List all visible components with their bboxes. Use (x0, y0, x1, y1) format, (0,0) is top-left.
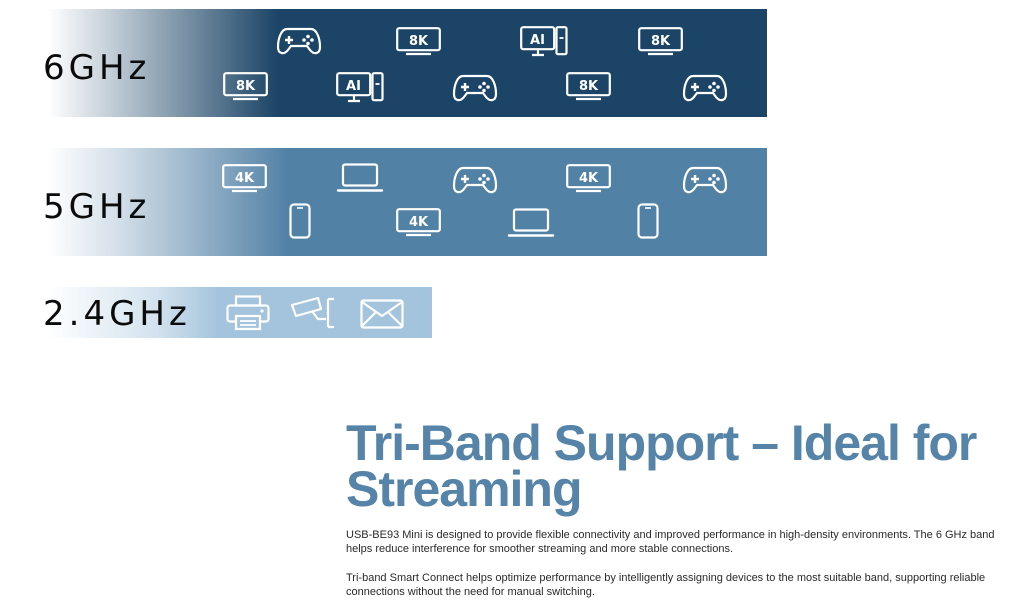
svg-text:8K: 8K (236, 79, 256, 94)
phone-icon (289, 203, 311, 239)
band-6ghz-label: 6GHz (43, 48, 151, 88)
tv-8k-icon: 8K (396, 27, 441, 57)
band-2-4ghz-label: 2.4GHz (43, 294, 191, 334)
svg-text:8K: 8K (409, 34, 429, 49)
gamepad-icon (682, 72, 728, 104)
laptop-icon (336, 163, 384, 193)
section-headline: Tri-Band Support – Ideal for Streaming (346, 415, 977, 517)
svg-text:AI: AI (530, 33, 545, 48)
tv-8k-icon: 8K (223, 72, 268, 102)
gamepad-icon (452, 72, 498, 104)
svg-text:8K: 8K (579, 79, 599, 94)
laptop-icon (507, 208, 555, 238)
phone-icon (637, 203, 659, 239)
band-5ghz-bar (48, 148, 767, 256)
gamepad-icon (682, 164, 728, 196)
tv-4k-icon: 4K (566, 164, 611, 194)
svg-text:4K: 4K (579, 171, 599, 186)
mail-icon (360, 299, 404, 329)
ai-computer-icon: AI (336, 72, 384, 104)
tv-4k-icon: 4K (222, 164, 267, 194)
section-paragraph-2: Tri-band Smart Connect helps optimize pe… (346, 572, 986, 598)
section-paragraph-1: USB-BE93 Mini is designed to provide fle… (346, 529, 995, 555)
band-6ghz-bar (48, 9, 767, 117)
ai-computer-icon: AI (520, 26, 568, 58)
gamepad-icon (276, 25, 322, 57)
security-camera-icon (290, 295, 336, 331)
tv-4k-icon: 4K (396, 208, 441, 238)
svg-text:8K: 8K (651, 34, 671, 49)
svg-text:4K: 4K (409, 215, 429, 230)
band-5ghz-label: 5GHz (43, 187, 151, 227)
printer-icon (226, 295, 270, 331)
tv-8k-icon: 8K (638, 27, 683, 57)
gamepad-icon (452, 164, 498, 196)
svg-text:4K: 4K (235, 171, 255, 186)
tv-8k-icon: 8K (566, 72, 611, 102)
svg-text:AI: AI (346, 79, 361, 94)
